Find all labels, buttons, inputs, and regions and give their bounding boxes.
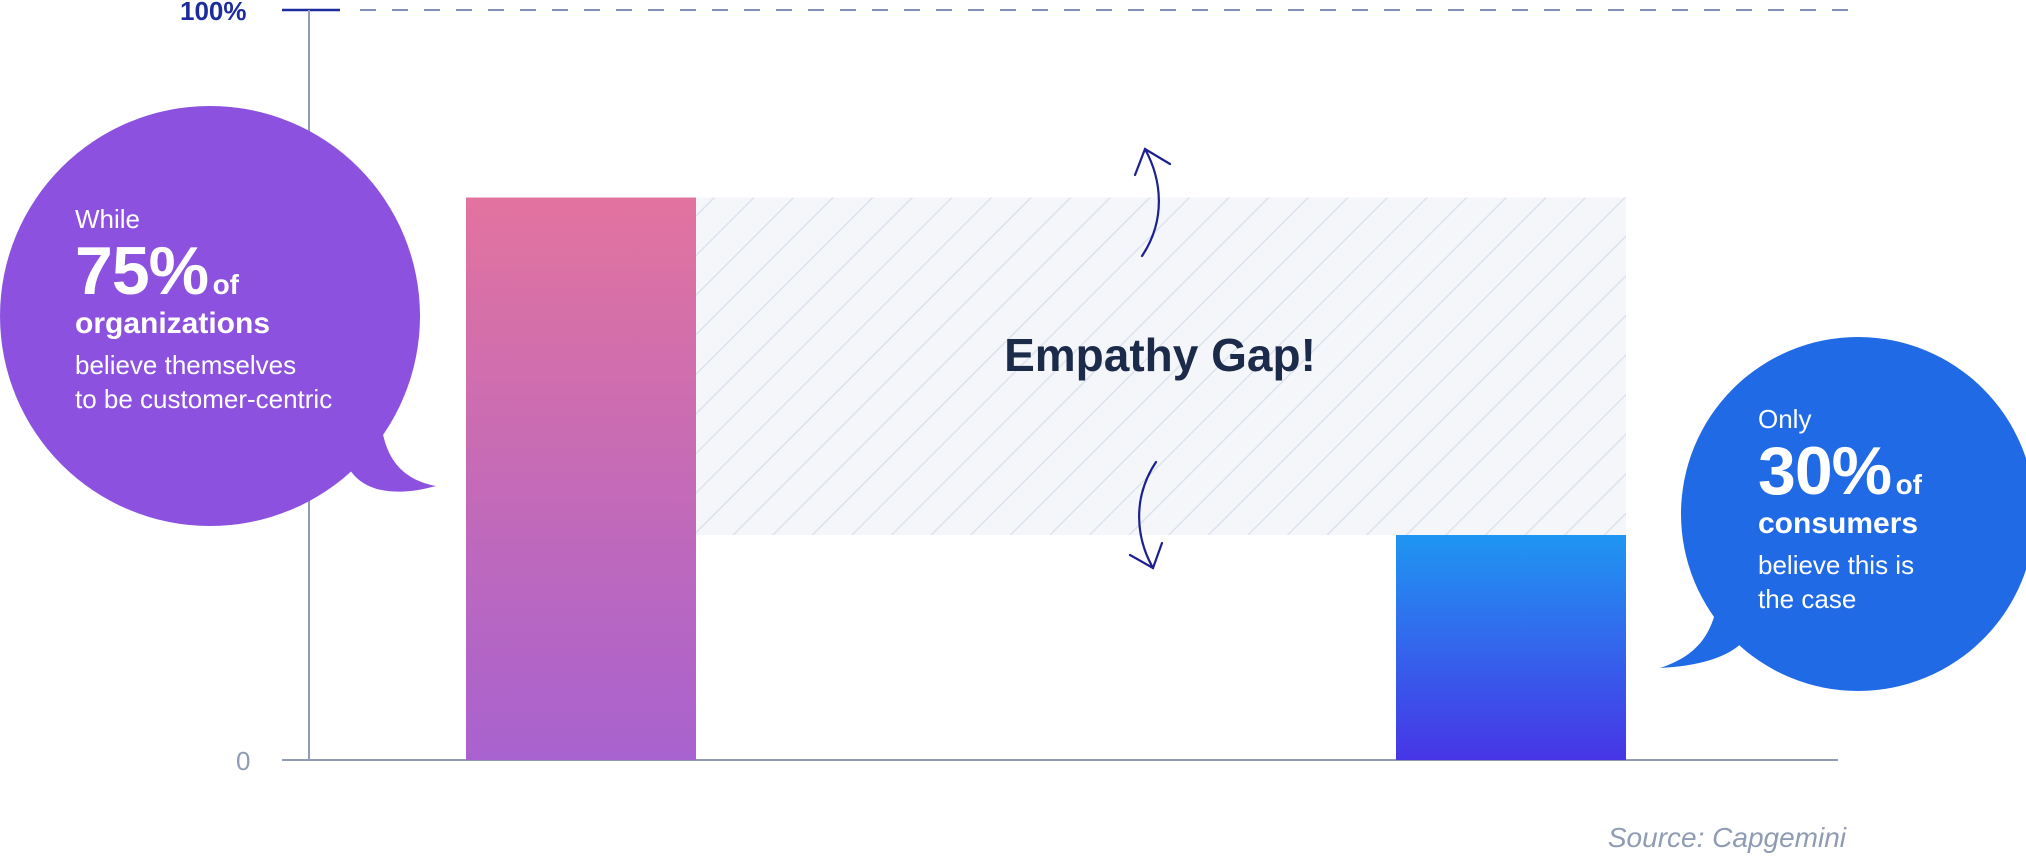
right-callout-text: Only 30% of consumers believe this is th… [1758, 402, 1998, 616]
right-line1: believe this is [1758, 550, 1915, 580]
right-line2: the case [1758, 584, 1857, 614]
right-intro: Only [1758, 404, 1812, 434]
down-arrow-icon [1128, 460, 1164, 570]
left-of: of [212, 269, 239, 300]
right-subject: consumers [1758, 507, 1919, 540]
left-subject: organizations [75, 307, 271, 340]
left-line2: to be customer-centric [75, 384, 333, 414]
bar-organizations [466, 197, 696, 760]
up-arrow-icon [1133, 147, 1172, 258]
left-callout-text: While 75% of organizations believe thems… [75, 202, 405, 416]
left-line1: believe themselves [75, 350, 297, 380]
bar-consumers [1396, 535, 1626, 760]
source-note: Source: Capgemini [1607, 822, 1846, 853]
left-value: 75% [75, 233, 209, 309]
left-speech-bubble [0, 106, 436, 526]
y-tick-100: 100% [180, 0, 247, 26]
empathy-gap-label: Empathy Gap! [1004, 329, 1316, 381]
right-speech-bubble [1660, 337, 2026, 691]
empathy-gap-area [696, 197, 1626, 535]
left-intro: While [75, 204, 141, 234]
y-tick-0: 0 [236, 746, 251, 776]
right-value: 30% [1758, 433, 1892, 509]
right-of: of [1895, 469, 1922, 500]
